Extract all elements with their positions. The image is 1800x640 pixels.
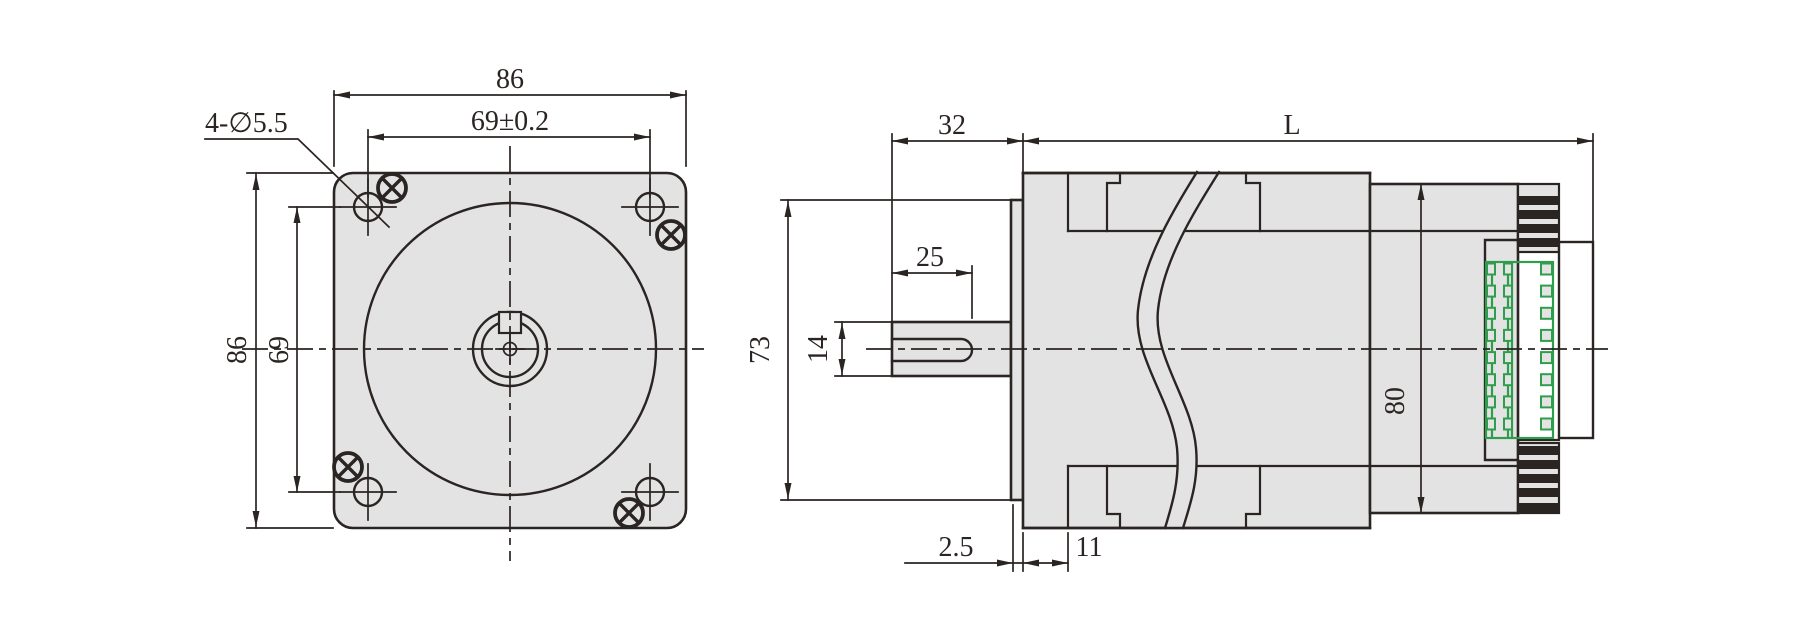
rear-fins-top bbox=[1516, 182, 1561, 254]
rear-fins-bottom bbox=[1516, 441, 1561, 515]
connector-pin bbox=[1486, 328, 1496, 342]
keyway-slot bbox=[890, 337, 974, 363]
screw-icon bbox=[613, 497, 645, 529]
holes-callout-text: 4-∅5.5 bbox=[205, 108, 288, 139]
connector-pin bbox=[1540, 328, 1553, 342]
dim-text-front-cap: 11 bbox=[1076, 532, 1103, 563]
rear-endbell-joint bbox=[1244, 171, 1262, 530]
rear-corner-lines bbox=[1368, 229, 1520, 468]
dim-rear-width: 80 bbox=[1380, 183, 1425, 514]
connector-shroud bbox=[1557, 240, 1595, 440]
dim-pilot-dia: 73 bbox=[745, 199, 1012, 501]
connector-pin bbox=[1540, 284, 1553, 298]
connector-pin bbox=[1540, 351, 1553, 365]
connector-pin bbox=[1540, 262, 1553, 276]
connector-pin bbox=[1503, 417, 1513, 431]
dim-flange-height: 86 bbox=[222, 172, 334, 529]
screw-icon bbox=[332, 451, 364, 483]
side-view: 32 L 25 73 14 bbox=[745, 110, 1608, 572]
dim-shaft-dia: 14 bbox=[803, 321, 892, 377]
dim-flange-width: 86 bbox=[333, 64, 687, 167]
connector-pin bbox=[1503, 395, 1513, 409]
dim-text-bolt-spacing-h: 69±0.2 bbox=[471, 106, 549, 137]
dim-text-pilot-dia: 73 bbox=[745, 336, 776, 364]
connector-pin bbox=[1503, 328, 1513, 342]
dim-bolt-spacing-v: 69 bbox=[264, 206, 341, 493]
connector-pin bbox=[1503, 373, 1513, 387]
dim-text-rear-width: 80 bbox=[1380, 387, 1411, 415]
dim-text-flange-height: 86 bbox=[222, 336, 253, 364]
connector-pin bbox=[1503, 351, 1513, 365]
body-corner-lines bbox=[1066, 229, 1372, 468]
connector-pins bbox=[1486, 262, 1553, 431]
connector-pin bbox=[1486, 417, 1496, 431]
corner-screws bbox=[332, 172, 687, 529]
connector-pin bbox=[1503, 306, 1513, 320]
holes-callout: 4-∅5.5 bbox=[204, 108, 391, 229]
connector bbox=[1484, 260, 1555, 440]
connector-pin bbox=[1540, 417, 1553, 431]
connector-pin bbox=[1486, 351, 1496, 365]
dim-text-pilot-thickness: 2.5 bbox=[939, 532, 974, 563]
dim-text-flange-width: 86 bbox=[496, 64, 524, 95]
connector-pin bbox=[1503, 284, 1513, 298]
front-endbell-joint bbox=[1066, 171, 1122, 530]
connector-zone-edges bbox=[1516, 240, 1561, 442]
dim-pilot-thickness: 2.5 11 bbox=[904, 504, 1103, 572]
pilot-plate bbox=[1009, 198, 1025, 502]
connector-pin bbox=[1540, 395, 1553, 409]
leader-line bbox=[204, 138, 391, 229]
screw-icon bbox=[655, 219, 687, 251]
lead-cable bbox=[1136, 170, 1221, 530]
dim-bolt-spacing-h: 69±0.2 bbox=[367, 106, 651, 198]
dim-front-length: 32 L bbox=[891, 110, 1594, 323]
dim-text-front-length: 32 bbox=[938, 110, 966, 141]
connector-pin bbox=[1540, 306, 1553, 320]
connector-outline bbox=[1484, 260, 1555, 440]
dim-text-body-length: L bbox=[1283, 110, 1300, 141]
connector-pin bbox=[1503, 262, 1513, 276]
dim-text-flat-length: 25 bbox=[916, 242, 944, 273]
dim-text-shaft-dia: 14 bbox=[803, 335, 834, 363]
screw-icon bbox=[376, 172, 408, 204]
connector-pin bbox=[1486, 262, 1496, 276]
connector-pin bbox=[1486, 284, 1496, 298]
connector-pin bbox=[1486, 373, 1496, 387]
front-view: 86 69±0.2 4-∅5.5 86 6 bbox=[204, 64, 704, 561]
body-edges bbox=[1021, 171, 1372, 530]
dim-flat-length: 25 bbox=[891, 242, 973, 319]
connector-pin bbox=[1486, 395, 1496, 409]
connector-pin bbox=[1486, 306, 1496, 320]
dim-text-bolt-spacing-v: 69 bbox=[264, 336, 295, 364]
connector-pin bbox=[1540, 373, 1553, 387]
